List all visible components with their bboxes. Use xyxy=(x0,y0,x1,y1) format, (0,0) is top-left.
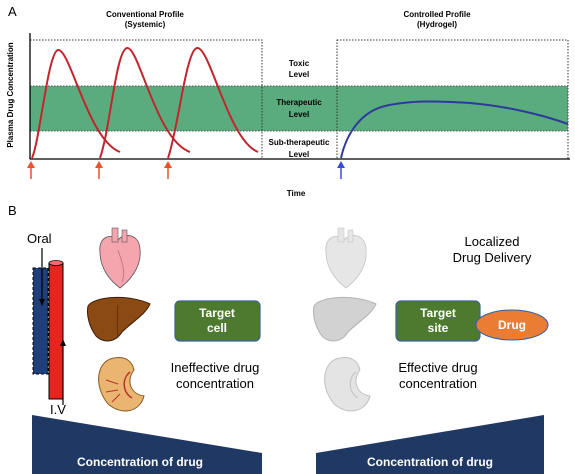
drug-ellipse: Drug xyxy=(475,309,549,341)
ineffective-label-2: concentration xyxy=(176,376,254,391)
target-site-label-2: site xyxy=(428,321,449,335)
toxic-level-label-1: Toxic xyxy=(289,59,310,68)
conventional-peak-2 xyxy=(99,47,191,159)
iv-label: I.V xyxy=(50,402,66,417)
concentration-label-left: Concentration of drug xyxy=(77,455,203,469)
target-site-label-1: Target xyxy=(420,306,456,320)
controlled-title: Controlled Profile xyxy=(403,10,471,19)
therapeutic-level-label-1: Therapeutic xyxy=(276,98,322,107)
panel-a-label: A xyxy=(8,4,17,19)
concentration-wedge-right: Concentration of drug xyxy=(316,415,544,474)
kidney-icon xyxy=(98,357,145,412)
target-cell-label-2: cell xyxy=(207,321,227,335)
controlled-release-curve xyxy=(340,100,569,159)
effective-label-1: Effective drug xyxy=(398,360,477,375)
concentration-label-right: Concentration of drug xyxy=(367,455,493,469)
subtherapeutic-level-label-2: Level xyxy=(289,150,309,159)
dose-arrow-2 xyxy=(95,161,103,179)
therapeutic-level-label-2: Level xyxy=(289,110,309,119)
controlled-subtitle: (Hydrogel) xyxy=(417,20,457,29)
kidney-faded-icon xyxy=(324,357,371,412)
panel-b-label: B xyxy=(8,203,17,218)
conventional-peak-3 xyxy=(167,47,259,159)
oral-label: Oral xyxy=(27,231,52,246)
drug-label: Drug xyxy=(498,318,526,332)
conventional-peak-1 xyxy=(31,49,121,159)
target-cell-label-1: Target xyxy=(199,306,235,320)
dose-arrow-1 xyxy=(27,161,35,179)
toxic-level-label-2: Level xyxy=(289,70,309,79)
ineffective-label-1: Ineffective drug xyxy=(171,360,260,375)
target-site-box: Target site xyxy=(395,300,481,342)
heart-icon xyxy=(99,227,141,289)
localized-label-2: Drug Delivery xyxy=(453,250,532,265)
concentration-wedge-left: Concentration of drug xyxy=(32,415,262,474)
liver-faded-icon xyxy=(313,296,377,342)
target-cell-box: Target cell xyxy=(174,300,261,342)
effective-label-2: concentration xyxy=(399,376,477,391)
x-axis-label: Time xyxy=(287,189,306,198)
liver-icon xyxy=(87,296,151,342)
blood-vessel-diagram xyxy=(32,248,66,405)
y-axis-label: Plasma Drug Concentration xyxy=(6,42,15,147)
conventional-title: Conventional Profile xyxy=(106,10,184,19)
subtherapeutic-level-label-1: Sub-therapeutic xyxy=(269,138,330,147)
dose-arrow-3 xyxy=(164,161,172,179)
therapeutic-band xyxy=(30,86,568,131)
dose-arrow-hydrogel xyxy=(337,161,345,179)
heart-faded-icon xyxy=(325,227,367,289)
localized-label-1: Localized xyxy=(465,234,520,249)
conventional-subtitle: (Systemic) xyxy=(125,20,166,29)
